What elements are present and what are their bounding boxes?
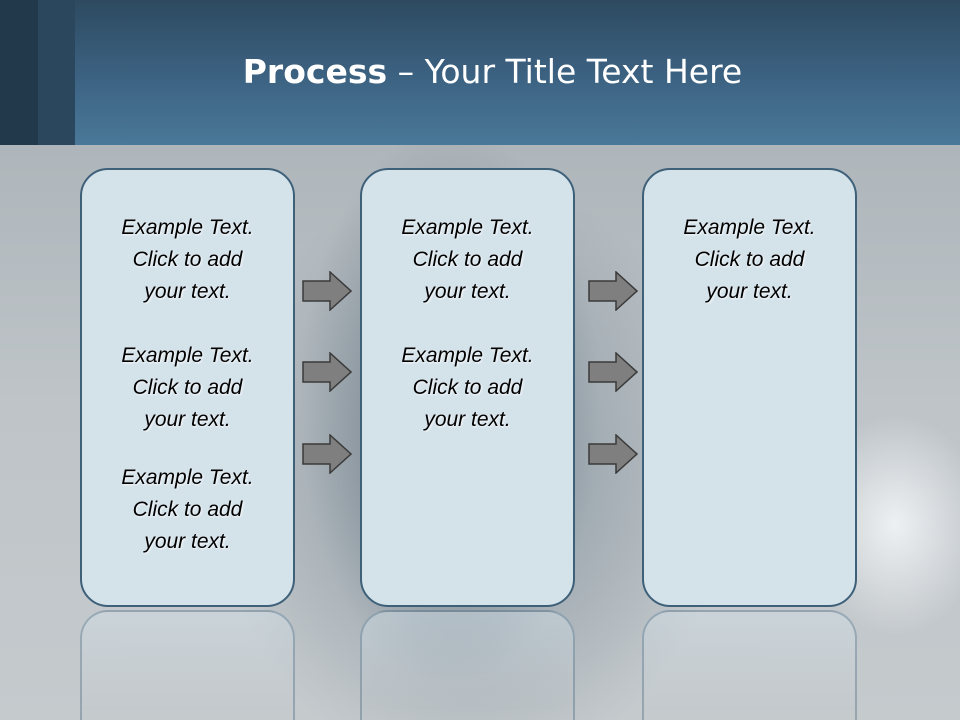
process-box-1[interactable]: Example Text. Click to add your text. Ex…: [80, 168, 295, 607]
right-arrow-icon: [302, 352, 352, 392]
process-box-2[interactable]: Example Text. Click to add your text. Ex…: [360, 168, 575, 607]
text-line: Click to add: [132, 248, 243, 271]
box-reflection: [642, 610, 857, 720]
right-arrow-icon: [302, 271, 352, 311]
text-line: Example Text.: [683, 216, 816, 239]
right-arrow-icon: [588, 434, 638, 474]
text-line: Example Text.: [401, 344, 534, 367]
title-rest: – Your Title Text Here: [387, 52, 743, 91]
text-line: your text.: [144, 280, 231, 303]
text-line: Click to add: [694, 248, 805, 271]
box-reflection: [360, 610, 575, 720]
text-line: your text.: [706, 280, 793, 303]
text-line: Click to add: [132, 376, 243, 399]
box-reflection: [80, 610, 295, 720]
text-line: Click to add: [132, 498, 243, 521]
right-arrow-icon: [588, 352, 638, 392]
text-line: Click to add: [412, 248, 523, 271]
text-line: Example Text.: [121, 466, 254, 489]
text-line: your text.: [424, 408, 511, 431]
title-bold: Process: [242, 52, 388, 91]
text-line: Example Text.: [121, 344, 254, 367]
slide-title[interactable]: Process – Your Title Text Here: [0, 52, 960, 91]
text-line: your text.: [424, 280, 511, 303]
text-item[interactable]: Example Text. Click to add your text.: [644, 212, 855, 308]
text-item[interactable]: Example Text. Click to add your text.: [82, 212, 293, 308]
text-line: your text.: [144, 530, 231, 553]
text-line: Example Text.: [401, 216, 534, 239]
process-box-3[interactable]: Example Text. Click to add your text.: [642, 168, 857, 607]
text-line: Click to add: [412, 376, 523, 399]
text-item[interactable]: Example Text. Click to add your text.: [362, 212, 573, 308]
text-item[interactable]: Example Text. Click to add your text.: [82, 462, 293, 558]
header-accent-block: [38, 0, 75, 145]
right-arrow-icon: [588, 271, 638, 311]
text-item[interactable]: Example Text. Click to add your text.: [362, 340, 573, 436]
header-accent-block: [0, 0, 38, 145]
text-line: Example Text.: [121, 216, 254, 239]
right-arrow-icon: [302, 434, 352, 474]
text-line: your text.: [144, 408, 231, 431]
text-item[interactable]: Example Text. Click to add your text.: [82, 340, 293, 436]
header-band: Process – Your Title Text Here: [0, 0, 960, 145]
